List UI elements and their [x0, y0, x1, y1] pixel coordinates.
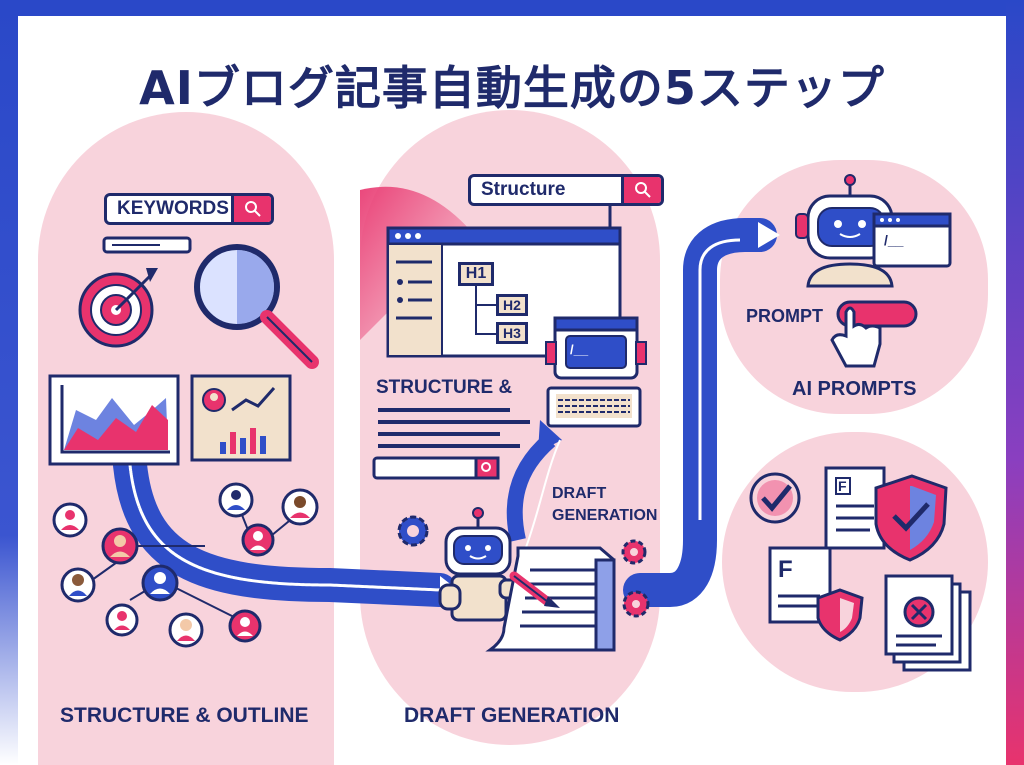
step2-bottom-label: DRAFT GENERATION — [404, 704, 620, 727]
page-title: AIブログ記事自動生成の5ステップ — [139, 61, 885, 115]
person-avatar — [228, 609, 262, 643]
gear-icon — [621, 539, 647, 565]
keywords-label: KEYWORDS — [117, 198, 229, 219]
pen-icon — [509, 571, 560, 608]
document-letter: F — [778, 556, 793, 583]
analytics-card — [190, 374, 292, 462]
person-avatar — [281, 488, 319, 526]
text-lines — [378, 408, 530, 448]
heading-h3: H3 — [496, 322, 528, 344]
hand-pointer-icon — [830, 306, 882, 368]
person-avatar — [218, 482, 254, 518]
person-avatar — [60, 567, 96, 603]
structure-search-box: Structure — [468, 174, 664, 206]
loop-label-2: GENERATION — [552, 507, 658, 524]
keywords-search-box: KEYWORDS — [104, 193, 274, 225]
loop-arrow-up-head — [538, 420, 562, 452]
robot-laptop — [545, 316, 647, 428]
small-search-bar — [372, 456, 500, 480]
rejected-document-icon — [884, 574, 972, 672]
code-window-text: /__ — [884, 232, 904, 248]
loop-label-1: DRAFT — [552, 485, 607, 502]
step1-bottom-label: STRUCTURE & OUTLINE — [60, 704, 309, 727]
prompt-robot — [795, 174, 894, 288]
frame-right — [1006, 0, 1024, 765]
person-avatar — [105, 603, 139, 637]
code-window — [872, 212, 952, 268]
heading-h1: H1 — [458, 262, 494, 286]
target-icon — [78, 268, 158, 348]
flow-arrow-2-line — [698, 238, 741, 520]
document-icon — [824, 466, 886, 550]
area-chart-card — [48, 374, 180, 466]
flow-arrow-1-line — [128, 464, 441, 592]
robot-screen-text: /__ — [570, 342, 589, 357]
structure-search-label: Structure — [481, 179, 566, 200]
person-avatar — [101, 527, 139, 565]
search-icon — [621, 177, 661, 203]
heading-h2: H2 — [496, 294, 528, 316]
shield-check-icon — [874, 474, 948, 562]
prompt-label: PROMPT — [746, 306, 824, 326]
magnifier-icon — [194, 244, 319, 369]
frame-left — [0, 0, 18, 765]
person-avatar — [52, 502, 88, 538]
gear-icon — [622, 590, 650, 618]
check-circle-icon — [749, 472, 801, 524]
person-avatar — [141, 564, 179, 602]
step4-section-label: AI PROMPTS — [792, 378, 917, 400]
document-letter: F — [838, 478, 847, 494]
shield-icon — [816, 588, 864, 642]
person-avatar — [241, 523, 275, 557]
step2-section-label: STRUCTURE & — [376, 377, 513, 398]
search-icon — [231, 196, 271, 222]
flow-arrow-2-head — [758, 222, 780, 248]
document-scroll — [485, 546, 616, 652]
person-avatar — [168, 612, 204, 648]
loop-arrow-line — [524, 439, 561, 551]
gear-icon — [397, 515, 429, 547]
frame-top — [0, 0, 1024, 16]
